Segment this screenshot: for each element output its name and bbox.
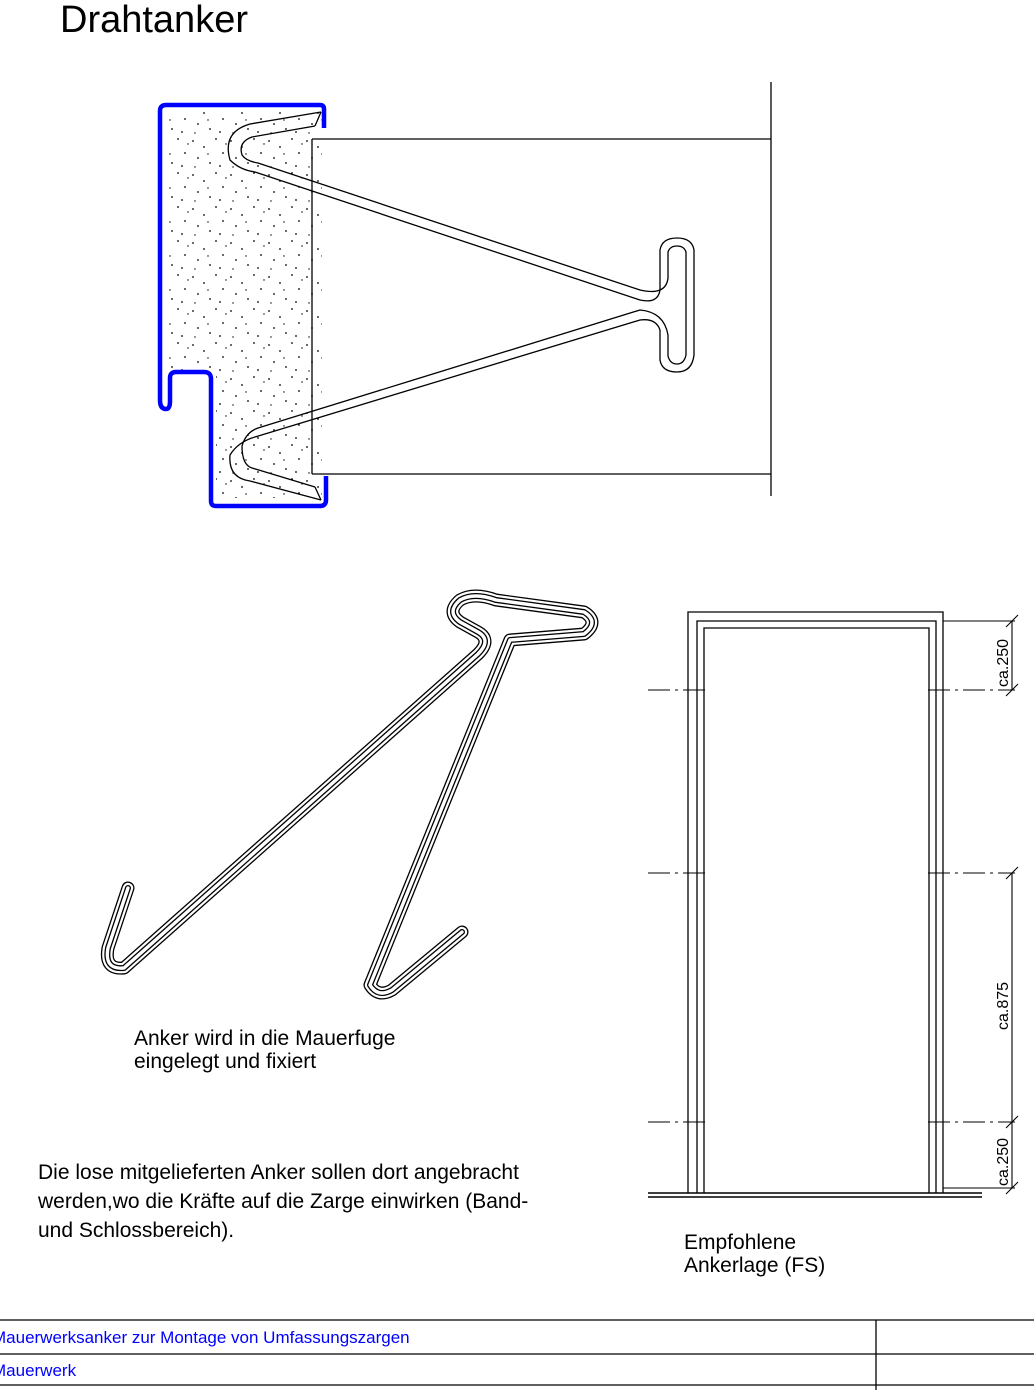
frame-caption-line-2: Ankerlage (FS) [684, 1254, 826, 1277]
anchor-caption: Anker wird in die Mauerfuge eingelegt un… [134, 1027, 395, 1073]
frame-caption: Empfohlene Ankerlage (FS) [684, 1231, 825, 1277]
dimension-bottom-label: ca.250 [995, 1137, 1012, 1186]
title-block-description: Mauerwerksanker zur Montage von Umfassun… [0, 1328, 410, 1347]
dimension-middle-label: ca.875 [995, 981, 1012, 1030]
installation-note: Die lose mitgelieferten Anker sollen dor… [38, 1158, 528, 1245]
title-block-material: Mauerwerk [0, 1361, 77, 1380]
note-line-1: Die lose mitgelieferten Anker sollen dor… [38, 1161, 519, 1184]
anchor-side-view [227, 111, 695, 501]
anchor-caption-line-1: Anker wird in die Mauerfuge [134, 1027, 396, 1050]
dimension-lines [943, 614, 1019, 1195]
frame-caption-line-1: Empfohlene [684, 1231, 797, 1254]
note-line-3: und Schlossbereich). [38, 1219, 235, 1242]
title-block [0, 1319, 1034, 1390]
frame-profile [157, 102, 329, 509]
door-frame-elevation [648, 611, 982, 1198]
anchor-perspective-view [100, 589, 599, 1000]
anchor-position-lines [648, 689, 1015, 1123]
wall-section [311, 82, 772, 496]
note-line-2: werden,wo die Kräfte auf die Zarge einwi… [38, 1190, 529, 1213]
anchor-caption-line-2: eingelegt und fixiert [134, 1050, 317, 1073]
mortar-fill [167, 112, 322, 498]
drawing-title: Drahtanker [60, 0, 248, 41]
dimension-top-label: ca.250 [995, 638, 1012, 687]
